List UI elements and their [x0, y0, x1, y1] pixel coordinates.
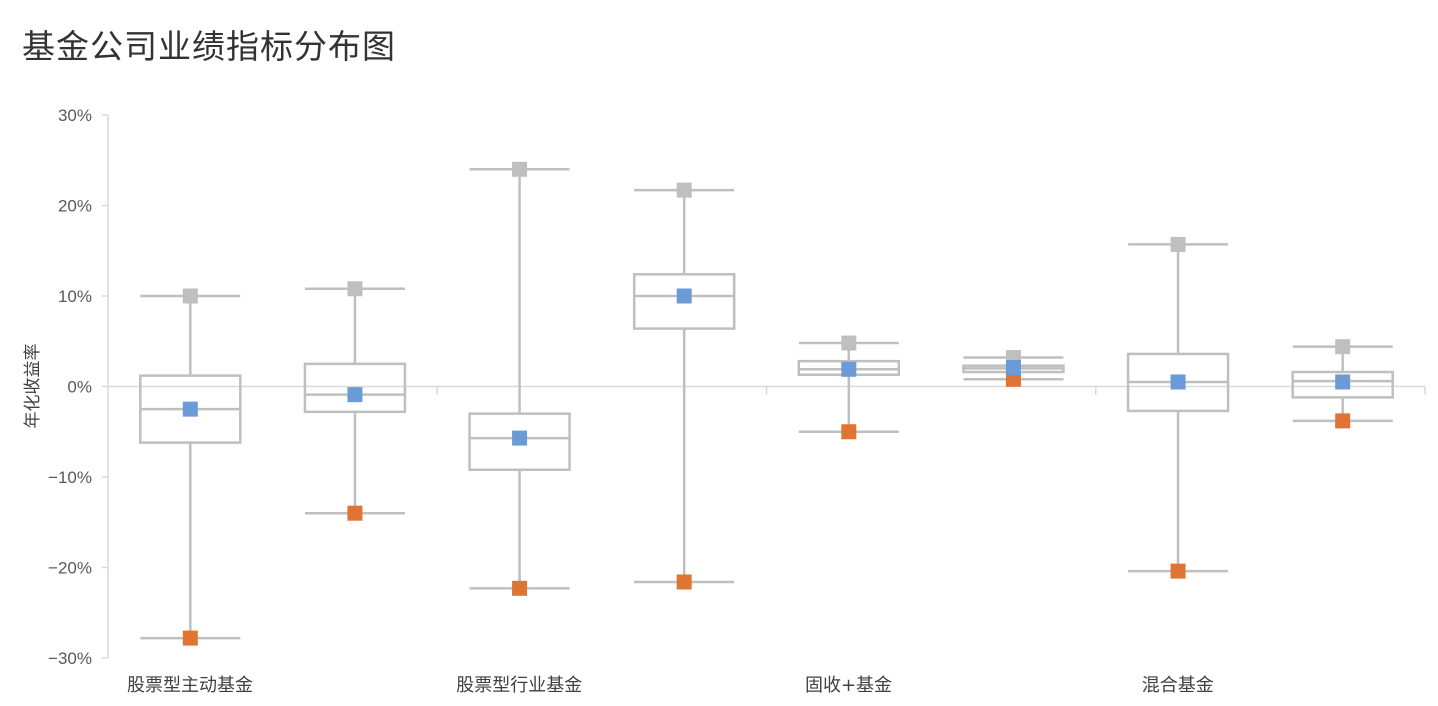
y-tick-label: 0% — [67, 378, 92, 397]
box-group — [1291, 339, 1394, 429]
box-group — [139, 288, 242, 646]
y-tick-label: 20% — [58, 197, 92, 216]
quartile-box — [632, 273, 736, 330]
y-axis-label: 年化收益率 — [23, 344, 43, 429]
max-marker — [841, 335, 857, 351]
x-category-label: 股票型行业基金 — [456, 675, 582, 696]
min-marker — [841, 424, 857, 440]
mean-marker — [512, 430, 528, 446]
y-tick-label: 10% — [58, 287, 92, 306]
box-group — [632, 182, 736, 590]
x-category-label: 股票型主动基金 — [127, 675, 253, 696]
y-tick-label: −10% — [48, 468, 92, 487]
mean-marker — [1005, 359, 1021, 375]
box-group — [962, 350, 1065, 387]
axes-layer: 30% 20% 10% 0% −10% −20% −30% 股票型主动基金 股票型行业基金 固收+… — [48, 106, 1426, 696]
min-marker — [1170, 563, 1186, 579]
box-group — [797, 335, 901, 440]
mean-marker — [1335, 374, 1351, 390]
box-group — [303, 281, 407, 521]
max-marker — [512, 161, 528, 177]
max-marker — [1170, 236, 1186, 252]
quartile-box — [1291, 370, 1394, 399]
quartile-box — [468, 412, 571, 472]
min-marker — [1335, 413, 1351, 429]
mean-marker — [676, 288, 692, 304]
mean-marker — [1170, 374, 1186, 390]
x-category-label: 混合基金 — [1142, 675, 1214, 696]
box-group — [1126, 236, 1230, 579]
y-tick-label: 30% — [58, 106, 92, 125]
min-marker — [676, 574, 692, 590]
x-category-label: 固收+基金 — [805, 675, 892, 696]
min-marker — [182, 630, 198, 646]
min-marker — [347, 505, 363, 521]
y-tick-label: −20% — [48, 559, 92, 578]
max-marker — [676, 182, 692, 198]
max-marker — [347, 281, 363, 297]
quartile-box — [303, 362, 407, 414]
y-tick-label: −30% — [48, 649, 92, 668]
marks-layer — [139, 161, 1394, 646]
chart-title: 基金公司业绩指标分布图 — [22, 27, 396, 66]
min-marker — [1005, 371, 1021, 387]
max-marker — [1335, 339, 1351, 355]
box-group — [468, 161, 571, 596]
mean-marker — [841, 361, 857, 377]
mean-marker — [182, 401, 198, 417]
mean-marker — [347, 387, 363, 403]
min-marker — [512, 580, 528, 596]
max-marker — [182, 288, 198, 304]
